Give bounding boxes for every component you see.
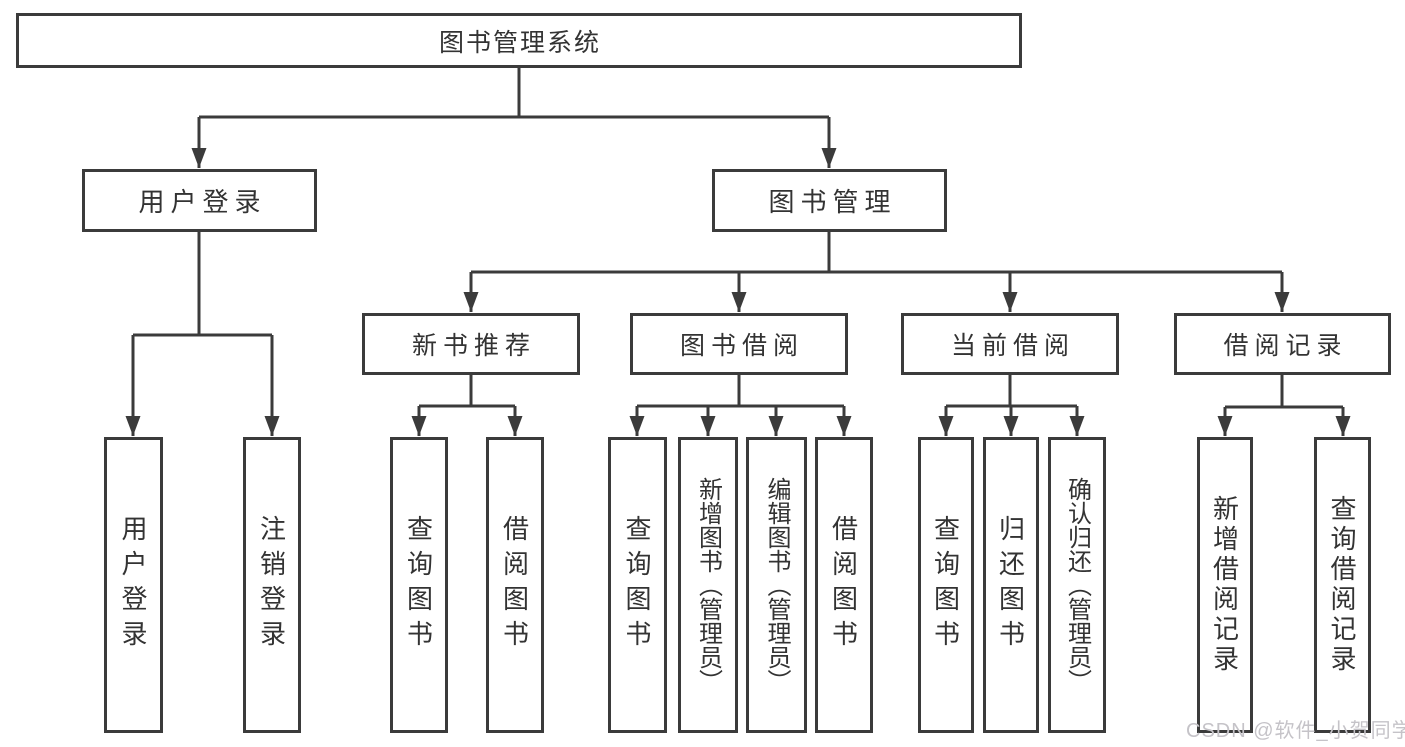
connector-borrowing-records-children xyxy=(1217,375,1351,436)
node-records-add-record: 新增借阅记录 xyxy=(1197,437,1253,733)
node-borrowing-records: 借阅记录 xyxy=(1174,313,1391,375)
node-borrowing-add-book-admin: 新增图书（管理员） xyxy=(678,437,738,733)
connector-user-login-children xyxy=(125,232,280,436)
node-recommend-query-book: 查询图书 xyxy=(390,437,448,733)
node-book-management: 图书管理 xyxy=(712,169,947,232)
connector-root-to-level2 xyxy=(191,68,837,168)
node-user-login: 用户登录 xyxy=(82,169,317,232)
node-logout-leaf: 注销登录 xyxy=(243,437,301,733)
node-borrowing-edit-book-admin: 编辑图书（管理员） xyxy=(746,437,807,733)
node-new-book-recommend: 新书推荐 xyxy=(362,313,580,375)
node-current-borrowing: 当前借阅 xyxy=(901,313,1119,375)
node-recommend-borrow-book: 借阅图书 xyxy=(486,437,544,733)
node-borrowing-borrow-book: 借阅图书 xyxy=(815,437,873,733)
connector-book-borrowing-children xyxy=(629,375,852,436)
node-current-query-book: 查询图书 xyxy=(918,437,974,733)
node-records-query-record: 查询借阅记录 xyxy=(1314,437,1371,733)
connector-current-borrowing-children xyxy=(938,375,1085,436)
node-book-borrowing: 图书借阅 xyxy=(630,313,848,375)
node-borrowing-query-book: 查询图书 xyxy=(608,437,667,733)
node-current-return-book: 归还图书 xyxy=(983,437,1039,733)
node-current-confirm-return-admin: 确认归还（管理员） xyxy=(1048,437,1106,733)
connector-book-management-children xyxy=(463,232,1290,312)
node-root: 图书管理系统 xyxy=(16,13,1022,68)
csdn-watermark: CSDN @软件_小贺同学 xyxy=(1186,720,1405,742)
connector-new-book-recommend-children xyxy=(411,375,523,436)
node-login-leaf: 用户登录 xyxy=(104,437,163,733)
